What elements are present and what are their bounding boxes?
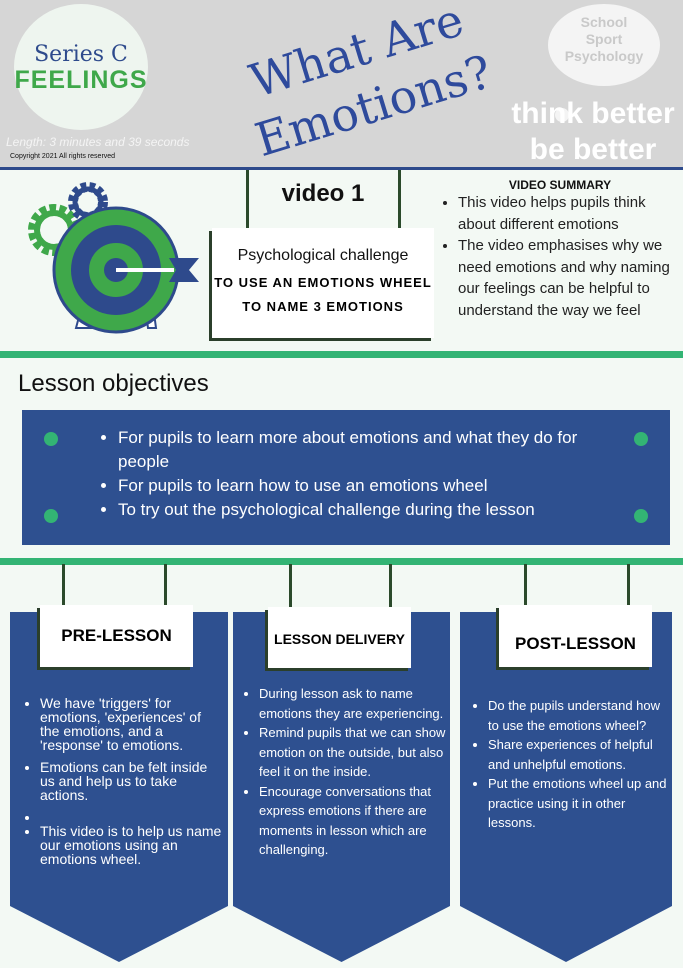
dot-decoration xyxy=(634,509,648,523)
divider xyxy=(0,558,683,565)
post-lesson-title: POST-LESSON xyxy=(515,634,636,653)
objectives-title: Lesson objectives xyxy=(18,370,209,397)
lesson-delivery-panel: During lesson ask to name emotions they … xyxy=(233,612,450,962)
delivery-item: Encourage conversations that express emo… xyxy=(259,782,446,860)
delivery-item: During lesson ask to name emotions they … xyxy=(259,684,446,723)
video-summary-title: VIDEO SUMMARY xyxy=(508,178,612,192)
objective-item: To try out the psychological challenge d… xyxy=(118,498,630,522)
sign-string xyxy=(389,564,392,608)
summary-item: This video helps pupils think about diff… xyxy=(458,192,680,235)
divider xyxy=(0,167,683,170)
challenge-title: Psychological challenge xyxy=(237,247,409,264)
sign-string xyxy=(62,564,65,606)
post-lesson-panel: Do the pupils understand how to use the … xyxy=(460,612,672,962)
objective-item: For pupils to learn how to use an emotio… xyxy=(118,474,630,498)
divider xyxy=(0,351,683,358)
post-lesson-sign: POST-LESSON xyxy=(499,605,652,667)
post-lesson-item: Do the pupils understand how to use the … xyxy=(488,696,668,735)
challenge-sign: Psychological challenge TO USE AN EMOTIO… xyxy=(212,228,434,338)
video-summary: VIDEO SUMMARY This video helps pupils th… xyxy=(440,178,680,321)
target-gears-icon xyxy=(28,182,199,334)
video-length: Length: 3 minutes and 39 seconds xyxy=(6,135,190,149)
copyright: Copyright 2021 All rights reserved xyxy=(10,153,116,160)
dot-decoration xyxy=(44,509,58,523)
thought-bubble-dot xyxy=(555,108,569,122)
challenge-line-2: TO NAME 3 EMOTIONS xyxy=(242,299,404,314)
brand-line: School xyxy=(580,14,628,30)
sign-string xyxy=(164,564,167,606)
pre-lesson-item xyxy=(40,810,222,816)
sign-string xyxy=(289,564,292,608)
dot-decoration xyxy=(44,432,58,446)
sign-string xyxy=(627,564,630,606)
tagline-2: be better xyxy=(529,133,657,166)
sign-string xyxy=(524,564,527,606)
summary-item: The video emphasises why we need emotion… xyxy=(458,235,680,321)
pre-lesson-title: PRE-LESSON xyxy=(61,626,172,645)
pre-lesson-panel: We have 'triggers' for emotions, 'experi… xyxy=(10,612,228,962)
series-label: Series C xyxy=(34,42,128,67)
brand-logo: School Sport Psychology xyxy=(548,4,660,86)
header: Series C FEELINGS Length: 3 minutes and … xyxy=(0,0,683,168)
objectives-box: For pupils to learn more about emotions … xyxy=(22,410,670,545)
feelings-label: FEELINGS xyxy=(14,66,148,94)
lesson-delivery-sign: LESSON DELIVERY xyxy=(268,607,411,668)
series-logo: Series C FEELINGS xyxy=(14,4,148,130)
post-lesson-item: Share experiences of helpful and unhelpf… xyxy=(488,735,668,774)
dot-decoration xyxy=(634,432,648,446)
brand-line: Psychology xyxy=(564,48,644,64)
pre-lesson-item: This video is to help us name our emotio… xyxy=(40,824,222,866)
objective-item: For pupils to learn more about emotions … xyxy=(118,426,630,474)
sign-string xyxy=(246,170,249,232)
tagline-1: think better xyxy=(511,97,675,130)
delivery-item: Remind pupils that we can show emotion o… xyxy=(259,723,446,782)
lesson-delivery-title: LESSON DELIVERY xyxy=(274,631,405,647)
pre-lesson-item: Emotions can be felt inside us and help … xyxy=(40,760,222,802)
pre-lesson-item: We have 'triggers' for emotions, 'experi… xyxy=(40,696,222,752)
brand-line: Sport xyxy=(585,31,623,47)
challenge-line-1: TO USE AN EMOTIONS WHEEL xyxy=(214,275,432,290)
post-lesson-item: Put the emotions wheel up and practice u… xyxy=(488,774,668,833)
sign-string xyxy=(398,170,401,232)
video-number: video 1 xyxy=(281,180,365,207)
pre-lesson-sign: PRE-LESSON xyxy=(40,605,193,667)
